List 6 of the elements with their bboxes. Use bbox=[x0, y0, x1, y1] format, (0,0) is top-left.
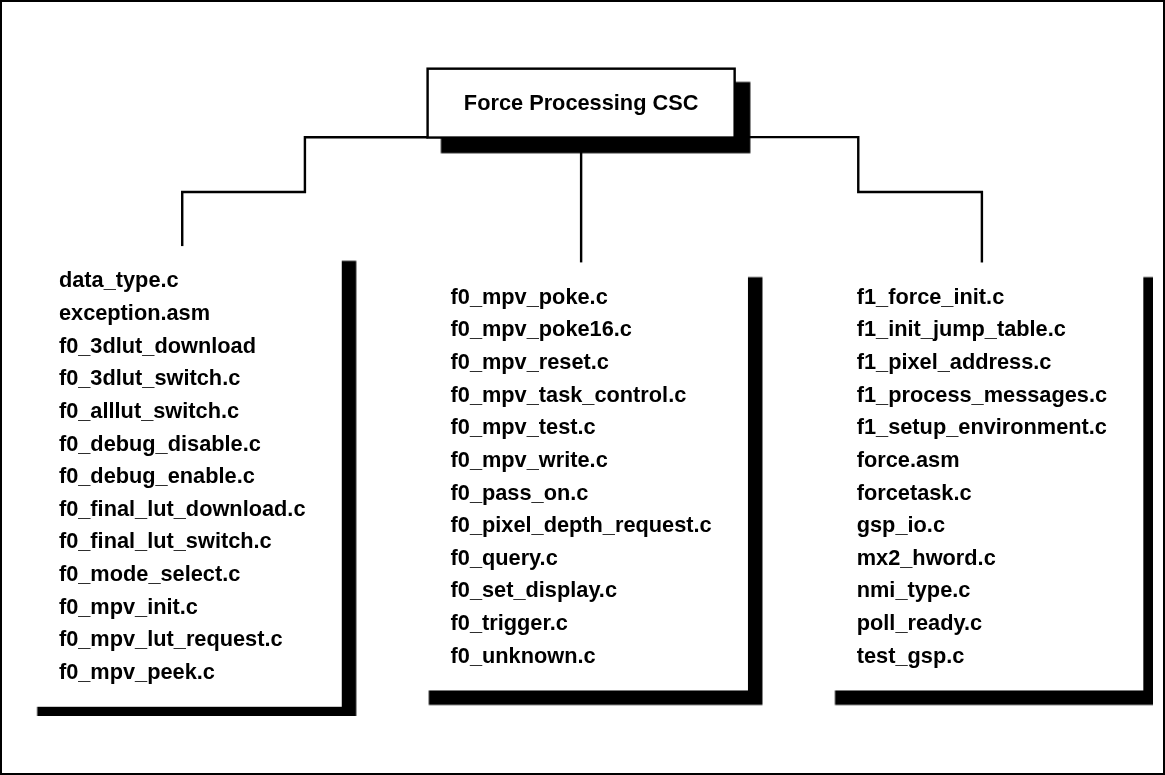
node-text: f1_force_init.c f1_init_jump_table.c f1_pixel_address.c f1_process_messages.c f1_setup_environment.c force.asm forcetask.c gsp_io.c mx2_hword.c nmi_type.c poll_ready.c test_gsp.c bbox=[856, 284, 1107, 668]
connector bbox=[180, 135, 428, 248]
connector bbox=[734, 135, 983, 264]
node-text: f0_mpv_poke.c f0_mpv_poke16.c f0_mpv_reset.c f0_mpv_task_control.c f0_mpv_test.c f0_mpv_write.c f0_pass_on.c f0_pixel_depth_request.c f0_query.c f0_set_display.c f0_trigger.c f0_unknown.c bbox=[450, 284, 712, 668]
node-text: data_type.c exception.asm f0_3dlut_download f0_3dlut_switch.c f0_alllut_switch.c f0_debug_disable.c f0_debug_enable.c f0_final_lut_download.c f0_final_lut_switch.c f0_mode_select.c f0_mpv_init.c f0_mpv_lut_request.c f0_mpv_peek.c bbox=[58, 267, 306, 684]
node-box: Force Processing CSC bbox=[425, 67, 736, 139]
